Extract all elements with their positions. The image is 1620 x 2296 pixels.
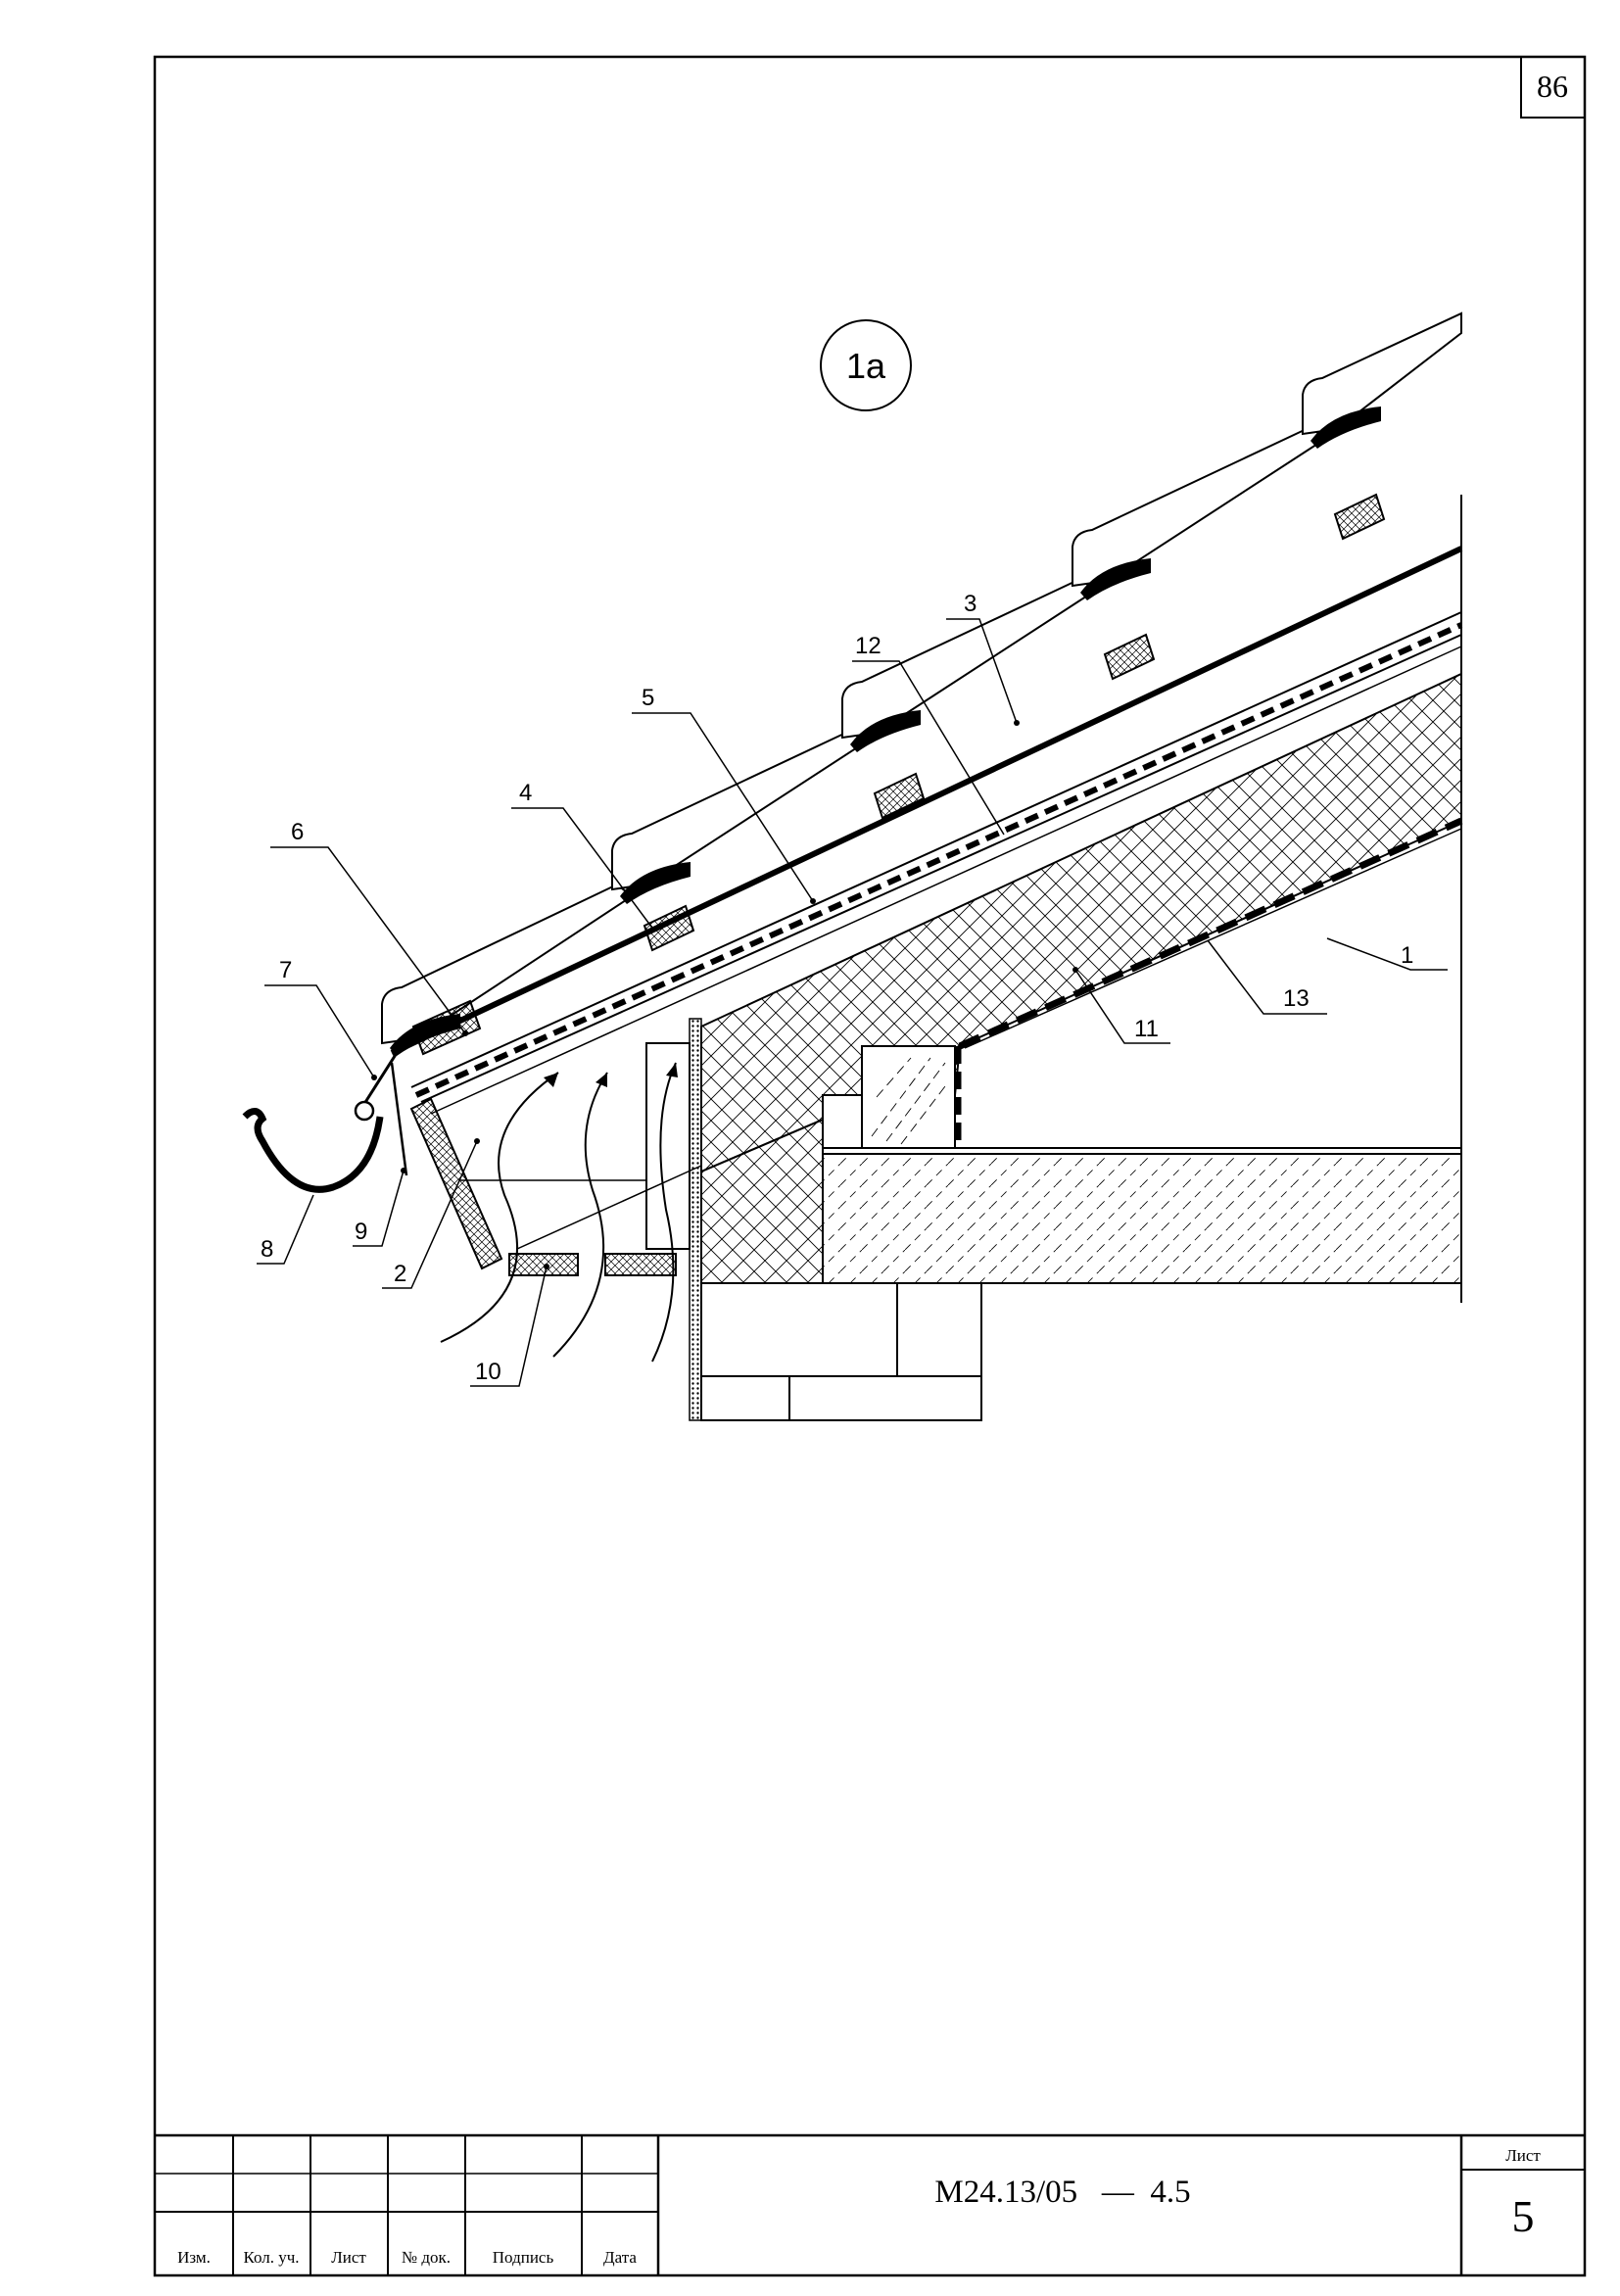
title-block: [155, 2133, 1585, 2275]
col-izm: Изм.: [177, 2248, 211, 2267]
label-10: 10: [475, 1359, 501, 1385]
label-6: 6: [291, 819, 304, 845]
detail-callout-circle: [820, 319, 912, 411]
label-9: 9: [355, 1219, 367, 1245]
col-doc-no: № док.: [402, 2248, 451, 2267]
label-1: 1: [1401, 942, 1413, 969]
item-labels: 1 2 3 4 5 6 7 8 9 10 11 12 13: [261, 591, 1413, 1385]
sheet-frame: [153, 55, 1587, 2277]
label-11: 11: [1134, 1016, 1159, 1042]
leader-lines: [257, 618, 1448, 1387]
label-3: 3: [964, 591, 977, 617]
title-block-columns: Изм. Кол. уч. Лист № док. Подпись Дата: [177, 2248, 637, 2267]
label-5: 5: [642, 685, 654, 711]
label-7: 7: [279, 957, 292, 983]
col-signature: Подпись: [493, 2248, 554, 2267]
sheet-number: 5: [1512, 2191, 1535, 2241]
page-number: 86: [1537, 69, 1568, 104]
page-number-box: [1520, 56, 1586, 119]
sheet-label: Лист: [1505, 2146, 1541, 2165]
label-2: 2: [394, 1261, 406, 1287]
roof-eave-section: [242, 311, 1463, 1421]
label-8: 8: [261, 1236, 273, 1263]
label-4: 4: [519, 780, 532, 806]
document-code: М24.13/05 — 4.5: [934, 2175, 1190, 2210]
label-13: 13: [1283, 985, 1310, 1012]
detail-callout: 1а: [846, 346, 886, 386]
col-date: Дата: [603, 2248, 637, 2267]
label-12: 12: [855, 633, 881, 659]
col-list: Лист: [331, 2248, 366, 2267]
col-kol-uch: Кол. уч.: [243, 2248, 299, 2267]
